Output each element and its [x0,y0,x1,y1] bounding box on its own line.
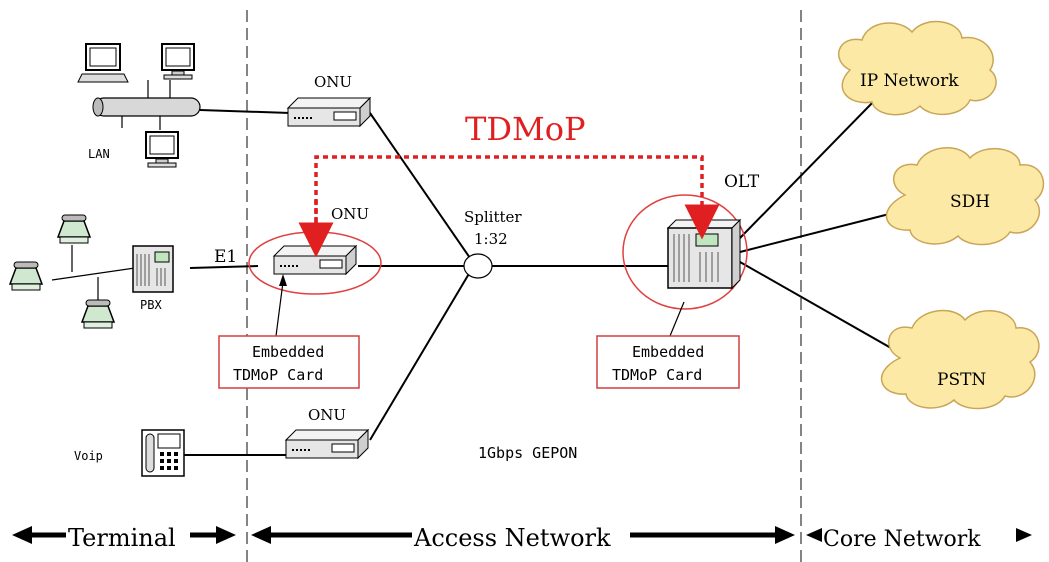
link-olt-pstn [739,261,906,357]
cloud-icon [880,309,1040,410]
olt-label: OLT [724,172,760,192]
lan-bus [92,80,201,130]
splitter-icon [463,253,493,279]
link-olt-sdh [739,209,906,253]
zone-arrows [12,526,1032,544]
splitter-ratio-label: 1:32 [474,230,508,248]
onu-top-label: ONU [314,73,352,91]
splitter-name-label: Splitter [464,208,522,226]
pbx-icon [132,245,174,293]
link-onu-top-splitter [369,112,471,259]
phone-icon [8,261,44,291]
gepon-label: 1Gbps GEPON [478,444,577,462]
onu-card-box [218,335,360,389]
onu-middle-label: ONU [331,205,369,223]
cloud-sdh-label: SDH [950,192,990,212]
onu-device-icon [284,428,370,460]
computer-icon [161,43,195,80]
link-lan-onu [199,109,291,114]
zone-core-label: Core Network [823,527,981,552]
lan-label: LAN [88,147,110,161]
onu-device-icon [286,96,372,128]
voip-phone-icon [141,429,185,477]
tdmop-label: TDMoP [465,110,586,148]
computer-icon [145,131,179,168]
links [183,99,906,456]
pbx-label: PBX [140,298,162,312]
computer-icon [77,43,129,83]
cloud-icon [885,147,1045,246]
onu-device-icon [272,244,358,276]
olt-card-line1: Embedded [632,343,704,361]
phone-icon [80,299,116,329]
cloud-pstn-label: PSTN [937,370,986,390]
link-pbx-e1 [189,265,259,269]
link-onu-bottom-splitter [369,271,471,441]
onu-card-line1: Embedded [252,343,324,361]
phone-wiring [51,245,136,300]
voip-label: Voip [74,449,103,463]
cloud-ip-label: IP Network [860,71,959,91]
olt-device-icon [666,218,742,290]
zone-terminal-label: Terminal [68,524,176,552]
olt-card-line2: TDMoP Card [612,366,702,384]
e1-label: E1 [214,247,237,267]
onu-bottom-label: ONU [308,406,346,424]
olt-card-box [596,335,740,389]
link-olt-ip [739,99,876,239]
phone-icon [56,214,92,244]
zone-access-label: Access Network [413,524,611,552]
cloud-icon [838,20,997,116]
onu-card-line2: TDMoP Card [233,366,323,384]
olt-highlight-ring [622,194,748,310]
